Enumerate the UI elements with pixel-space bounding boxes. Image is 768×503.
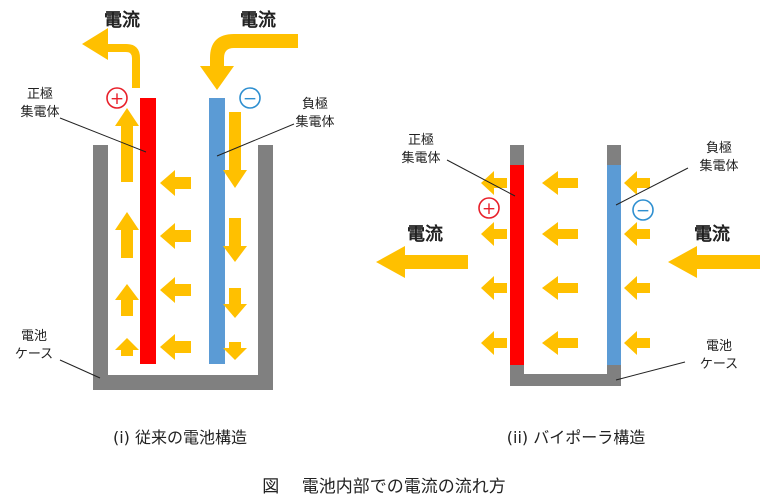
minus-sign-right (632, 199, 654, 221)
negative-collector-right (607, 165, 621, 365)
left-arrow (481, 276, 507, 300)
down-arrow (223, 288, 247, 318)
current-out-arrow-left (82, 28, 140, 88)
case-label-right: 電池 (706, 339, 732, 354)
leftward-arrows-outside-left (481, 171, 507, 355)
down-arrow (223, 218, 247, 262)
positive-collector-label-left: 正極 (27, 86, 53, 102)
bipolar-battery-diagram: + − 電流 電流 正極 集電体 負極 集電体 電池 ケース (ii) バイポー… (376, 132, 760, 447)
figure-caption: 図 電池内部での電流の流れ方 (262, 477, 505, 497)
positive-collector-label-right: 集電体 (401, 150, 440, 166)
upward-current-arrows (115, 108, 139, 356)
left-arrow (481, 222, 507, 246)
positive-collector-right (510, 165, 524, 365)
plus-symbol-left: + (110, 89, 124, 109)
leftward-arrows-between (542, 171, 578, 355)
negative-collector-label-left: 負極 (302, 96, 328, 112)
down-arrow (223, 342, 247, 360)
conventional-battery-diagram: + − 電流 電流 正極 集電体 負極 集電体 電池 ケース (i) 従来の電池… (15, 9, 335, 447)
current-in-arrow-right (668, 246, 760, 278)
left-arrow (624, 171, 650, 195)
left-arrow (624, 276, 650, 300)
up-arrow (115, 284, 139, 316)
current-out-arrow-right (376, 246, 468, 278)
downward-current-arrows (223, 112, 247, 360)
left-arrow (160, 334, 191, 360)
left-arrow (624, 331, 650, 355)
minus-symbol-right: − (636, 201, 650, 221)
positive-collector-label-right: 正極 (408, 132, 434, 148)
leftward-arrows-outside-right (624, 171, 650, 355)
left-arrow (160, 223, 191, 249)
left-arrow (542, 171, 578, 195)
positive-collector-label-left: 集電体 (20, 104, 59, 120)
left-arrow (542, 331, 578, 355)
leader-line-negative-left (216, 123, 295, 157)
left-arrow (160, 170, 191, 196)
leader-line-positive-right (446, 159, 516, 197)
current-out-label-right: 電流 (407, 223, 443, 245)
negative-collector-label-left: 集電体 (295, 114, 334, 130)
left-arrow (542, 222, 578, 246)
caption-conventional: (i) 従来の電池構造 (113, 428, 247, 447)
left-arrow (481, 331, 507, 355)
up-arrow (115, 212, 139, 258)
negative-collector-label-right: 負極 (706, 140, 732, 156)
minus-symbol-left: − (243, 89, 257, 109)
plus-sign-right (478, 197, 500, 219)
caption-bipolar: (ii) バイポーラ構造 (507, 428, 645, 447)
current-in-label-left: 電流 (240, 9, 276, 31)
case-label-left: 電池 (21, 329, 47, 344)
minus-sign-left (239, 87, 261, 109)
plus-sign-left (106, 87, 128, 109)
leader-line-negative-right (615, 167, 689, 206)
leader-line-case-right (615, 361, 686, 381)
down-arrow (223, 112, 247, 188)
current-out-label-left: 電流 (104, 9, 140, 31)
negative-collector-label-right: 集電体 (699, 158, 738, 174)
case-label-left: ケース (15, 347, 53, 362)
plus-symbol-right: + (482, 199, 496, 219)
leader-line-case-left (59, 359, 101, 379)
leftward-current-arrows (160, 170, 191, 360)
up-arrow (115, 338, 139, 356)
left-arrow (624, 222, 650, 246)
leader-line-positive-left (59, 117, 147, 153)
negative-collector-left (209, 98, 225, 364)
case-label-right: ケース (700, 357, 738, 372)
left-arrow (481, 171, 507, 195)
current-in-arrow-left (200, 34, 298, 90)
left-arrow (542, 276, 578, 300)
current-in-label-right: 電流 (694, 223, 730, 245)
left-arrow (160, 277, 191, 303)
positive-collector-left (140, 98, 156, 364)
